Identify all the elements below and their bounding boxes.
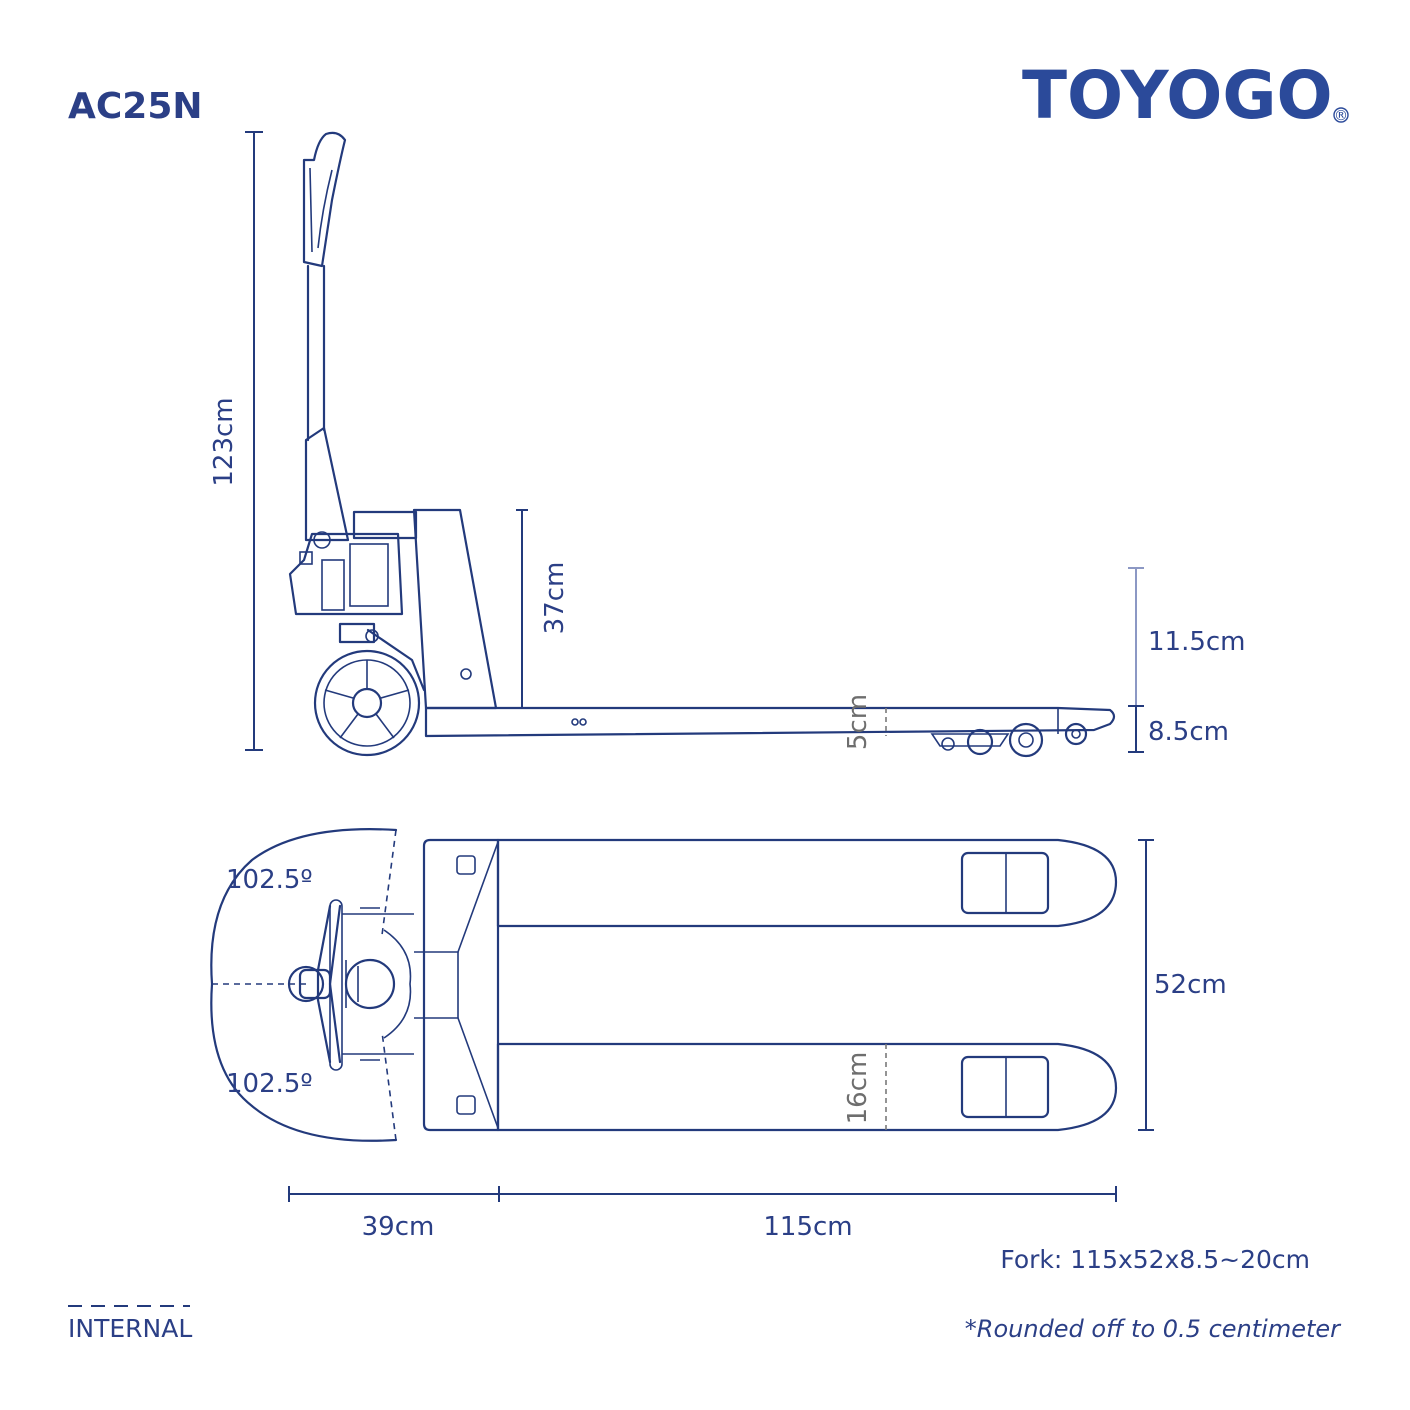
- top-view: 102.5º 102.5º: [210, 828, 1227, 1242]
- load-rollers: [930, 722, 1088, 758]
- handle-housing: [304, 426, 350, 542]
- fork-spec: Fork: 115x52x8.5~20cm: [1000, 1245, 1310, 1274]
- legend-internal: INTERNAL: [68, 1305, 192, 1343]
- overall-width-label: 52cm: [1154, 970, 1227, 1000]
- dimension-overall-height: 123cm: [209, 131, 263, 751]
- fork-top-upper: [496, 838, 1118, 928]
- hydraulic-pump: [288, 532, 404, 616]
- registered-mark-circle: [1333, 107, 1349, 123]
- fork-thickness-label: 5cm: [843, 694, 873, 750]
- handle-grip: [302, 131, 347, 268]
- steering-angle-bottom-label: 102.5º: [226, 1069, 313, 1099]
- dimension-fork-heights: 11.5cm 8.5cm: [1128, 567, 1246, 753]
- fork-top-lower: [496, 1042, 1118, 1132]
- overall-height-label: 123cm: [209, 397, 239, 486]
- chassis-bolt-bottom: [456, 1095, 476, 1115]
- dimension-frame-height: 37cm: [516, 509, 570, 708]
- footnote: *Rounded off to 0.5 centimeter: [965, 1315, 1342, 1343]
- brand-logo: TOYOGO ®: [1022, 57, 1349, 134]
- brand-name: TOYOGO: [1022, 57, 1333, 134]
- registered-mark: ®: [1334, 108, 1348, 124]
- fork-side: [424, 706, 1116, 738]
- dimension-fork-width: 16cm: [843, 1044, 887, 1130]
- fork-lowered-height-label: 8.5cm: [1148, 717, 1229, 747]
- steering-wheel: [313, 649, 421, 757]
- frame-bolt: [460, 668, 472, 680]
- side-view: 123cm 37cm 11.5cm 8.5cm 5cm: [209, 131, 1246, 758]
- dimension-fork-thickness: 5cm: [843, 694, 887, 750]
- handle-length-label: 39cm: [362, 1212, 435, 1242]
- handle-shaft: [306, 264, 326, 442]
- frame-upright: [412, 508, 498, 710]
- dimension-lengths: 39cm 115cm: [288, 1186, 1117, 1242]
- chassis-top: [422, 838, 500, 1132]
- fork-lift-height-label: 11.5cm: [1148, 627, 1246, 657]
- steering-angle-top-label: 102.5º: [226, 865, 313, 895]
- handle-top: [287, 899, 414, 1071]
- fork-width-label: 16cm: [843, 1052, 873, 1125]
- model-name: AC25N: [68, 86, 203, 127]
- frame-height-label: 37cm: [540, 562, 570, 635]
- legend-label: INTERNAL: [68, 1314, 192, 1343]
- chassis-bolt-top: [456, 855, 476, 875]
- fork-length-label: 115cm: [763, 1212, 852, 1242]
- dimension-overall-width: 52cm: [1138, 839, 1227, 1131]
